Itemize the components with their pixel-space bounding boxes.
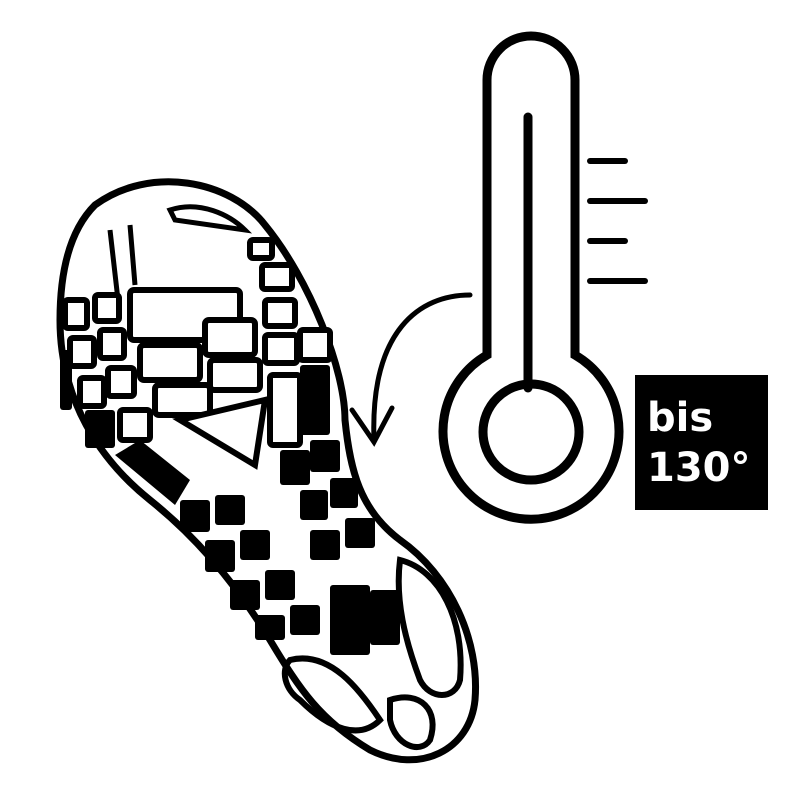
badge-line-1: bis [647, 395, 714, 441]
thermometer-icon [438, 31, 648, 524]
badge-line-2: 130° [647, 445, 751, 491]
temperature-badge: bis 130° [635, 375, 768, 510]
curved-arrow-icon [349, 292, 473, 447]
shoe-sole-icon [56, 178, 480, 764]
